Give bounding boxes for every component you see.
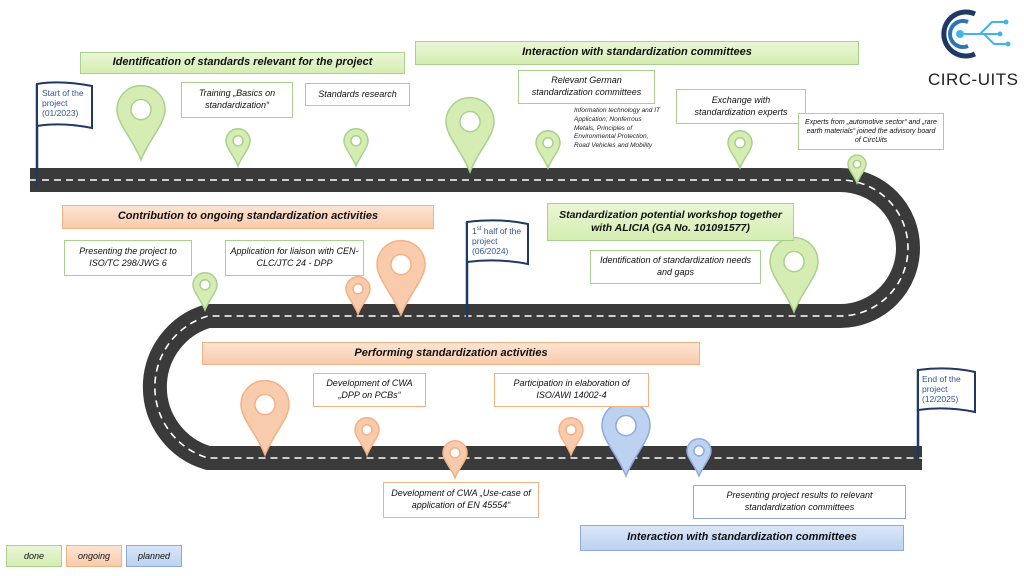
pin-hole <box>459 110 481 133</box>
pin-shape <box>345 276 371 317</box>
box-liaison: Application for liaison with CEN-CLC/JTC… <box>225 240 364 276</box>
pin-hole <box>199 279 211 291</box>
committee-note-line: Road Vehicles and Mobility <box>574 142 653 150</box>
pin-shape <box>769 236 819 315</box>
banner-contribution: Contribution to ongoing standardization … <box>62 205 434 229</box>
pin-hole <box>852 159 862 169</box>
committee-note: Information technology and IT Applicatio… <box>574 107 674 151</box>
flag-mid-label-rest: half of the project (06/2024) <box>472 226 522 257</box>
box-iso-awi: Participation in elaboration of ISO/AWI … <box>494 373 649 407</box>
pin-marker-ongoing <box>558 417 584 458</box>
pin-shape <box>225 128 251 169</box>
banner-identification: Identification of standards relevant for… <box>80 52 405 74</box>
pin-hole <box>449 447 461 459</box>
flag-mid-label-prefix: 1 <box>472 226 477 236</box>
flag-end-label: End of the project (12/2025) <box>922 374 961 405</box>
flag-end <box>916 367 976 460</box>
pin-hole <box>130 98 152 121</box>
banner-interaction-top: Interaction with standardization committ… <box>415 41 859 65</box>
pin-shape <box>847 154 867 186</box>
pin-marker-done <box>847 154 867 186</box>
pin-marker-done <box>225 128 251 169</box>
pin-marker-ongoing <box>442 440 468 481</box>
legend-done: done <box>6 545 62 567</box>
flag-mid-label-sup: st <box>476 226 482 233</box>
pin-hole <box>565 424 577 436</box>
box-exchange: Exchange with standardization experts <box>676 89 806 124</box>
pin-hole <box>693 445 705 457</box>
pin-marker-ongoing <box>240 379 290 458</box>
pin-marker-done <box>727 130 753 171</box>
pin-marker-done <box>116 84 166 163</box>
box-cwa-usecase: Development of CWA „Use-case of applicat… <box>383 482 539 518</box>
box-cwa-dpp: Development of CWA „DPP on PCBs“ <box>313 373 426 407</box>
committee-note-line: Metals, Principles of <box>574 124 633 132</box>
box-research: Standards research <box>305 83 410 106</box>
pin-shape <box>445 96 495 175</box>
committee-note-line: Environmental Protection, <box>574 133 649 141</box>
pin-marker-planned <box>601 400 651 479</box>
pin-shape <box>192 272 218 313</box>
flag-start-label: Start of the project (01/2023) <box>42 88 84 119</box>
pin-marker-done <box>192 272 218 313</box>
box-present-results: Presenting project results to relevant s… <box>693 485 906 519</box>
flag-start <box>35 81 93 186</box>
road-center-line <box>30 179 922 459</box>
pin-shape <box>535 130 561 171</box>
pin-hole <box>615 414 637 437</box>
pin-hole <box>352 283 364 295</box>
pin-hole <box>232 135 244 147</box>
pin-hole <box>783 250 805 273</box>
legend-ongoing: ongoing <box>66 545 122 567</box>
pin-shape <box>240 379 290 458</box>
pin-marker-ongoing <box>345 276 371 317</box>
committee-note-line: Application; Nonferrous <box>574 115 642 123</box>
flag-mid <box>465 219 529 318</box>
box-presenting-iso: Presenting the project to ISO/TC 298/JWG… <box>64 240 192 276</box>
banner-performing: Performing standardization activities <box>202 342 700 365</box>
pin-shape <box>376 239 426 318</box>
pin-marker-done <box>535 130 561 171</box>
banner-interaction-bottom: Interaction with standardization committ… <box>580 525 904 551</box>
pin-hole <box>254 393 276 416</box>
pin-shape <box>343 128 369 169</box>
pin-marker-planned <box>686 438 712 479</box>
flag-mid-label: 1st half of the project (06/2024) <box>472 226 528 257</box>
pin-hole <box>542 137 554 149</box>
pin-marker-ongoing <box>354 417 380 458</box>
pin-marker-done <box>445 96 495 175</box>
pin-hole <box>734 137 746 149</box>
pin-hole <box>361 424 373 436</box>
pin-marker-done <box>343 128 369 169</box>
pin-hole <box>350 135 362 147</box>
legend-planned: planned <box>126 545 182 567</box>
logo-text: CIRC-UITS <box>928 70 1019 89</box>
box-advisory: Experts from „automotive sector“ and „ra… <box>798 113 944 150</box>
box-german-committees: Relevant German standardization committe… <box>518 70 655 104</box>
pin-marker-ongoing <box>376 239 426 318</box>
circuits-logo-icon <box>941 9 1011 59</box>
box-needs-gaps: Identification of standardization needs … <box>590 250 761 284</box>
pin-shape <box>558 417 584 458</box>
pin-shape <box>727 130 753 171</box>
pin-hole <box>390 253 412 276</box>
box-training: Training „Basics on standardization“ <box>181 82 293 118</box>
pin-shape <box>116 84 166 163</box>
pin-shape <box>686 438 712 479</box>
committee-note-line: Information technology and IT <box>574 107 660 114</box>
pin-marker-done <box>769 236 819 315</box>
pin-shape <box>354 417 380 458</box>
pin-shape <box>442 440 468 481</box>
banner-workshop: Standardization potential workshop toget… <box>547 203 794 241</box>
